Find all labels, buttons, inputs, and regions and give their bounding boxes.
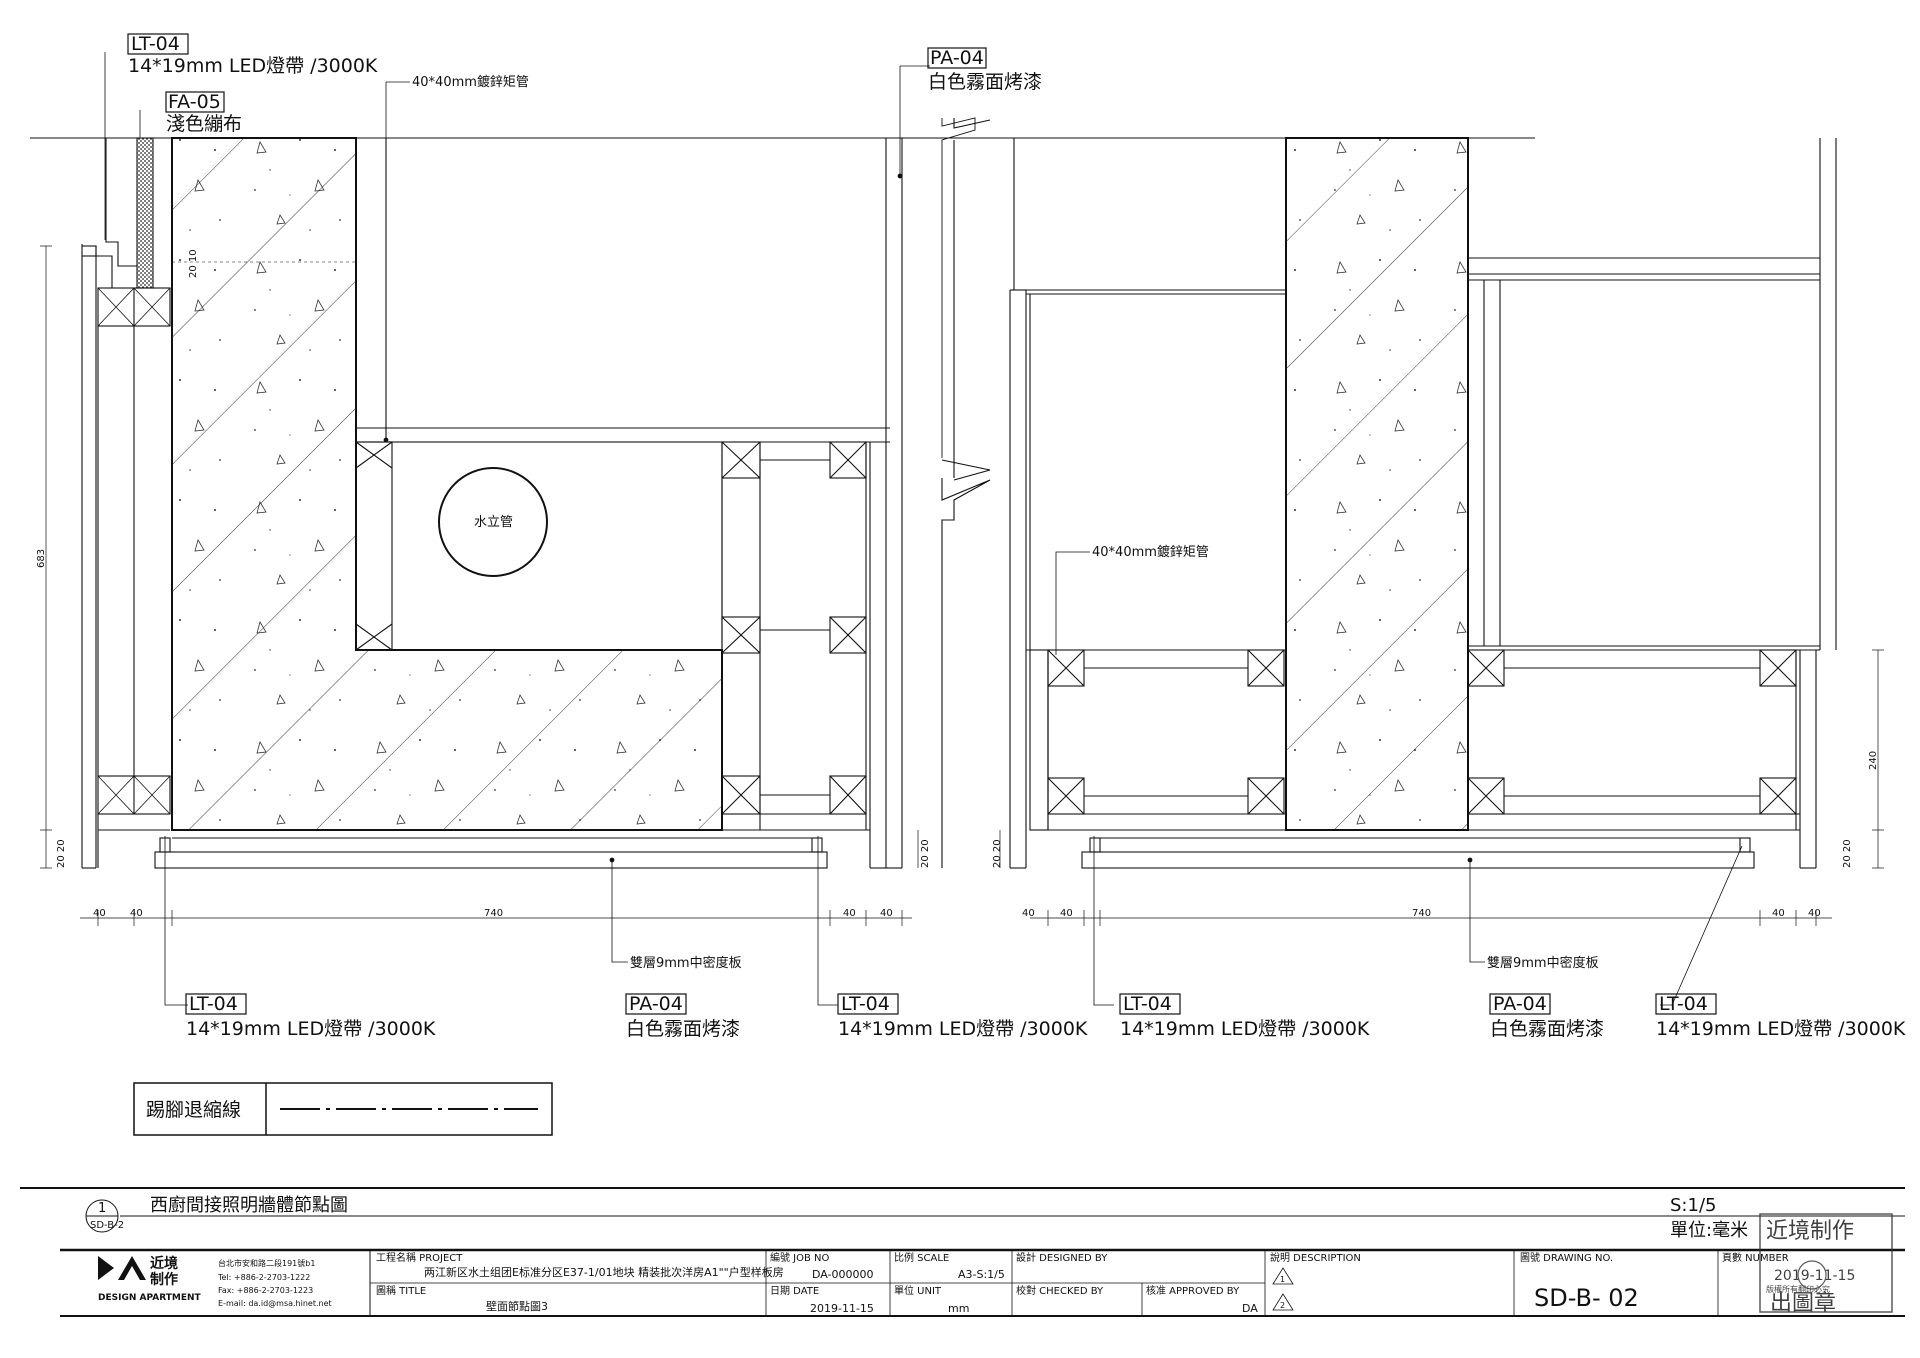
scale-label: 比例 SCALE [894,1251,949,1264]
logo-cn1: 近境 [150,1255,178,1272]
lt04-top-desc: 14*19mm LED燈帶 /3000K [128,55,378,77]
designed-label: 設計 DESIGNED BY [1016,1251,1108,1264]
dim-683: 683 [36,549,47,568]
email: E-mail: da.id@msa.hinet.net [218,1299,332,1308]
mdf-left-label: 雙層9mm中密度板 [630,955,742,971]
water-pipe-label: 水立管 [474,515,513,530]
date-label: 日期 DATE [770,1285,819,1297]
dim-left-1: 40 [93,908,106,919]
title-value: 壁面節點圖3 [486,1299,548,1313]
title-ref: SD-B-2 [90,1220,124,1231]
legend-box [133,1082,553,1136]
dim-right-5: 40 [1808,908,1821,919]
title-number: 1 [98,1201,106,1216]
dim-240: 240 [1868,751,1879,770]
legend-label: 踢腳退縮線 [146,1099,241,1121]
unit-label: 單位 UNIT [894,1284,942,1297]
lt04-top-code: LT-04 [131,33,180,55]
drawing-value: SD-B- 02 [1534,1284,1639,1312]
logo-mark-icon [98,1256,114,1280]
date-value: 2019-11-15 [810,1302,874,1315]
lt04-bm-desc: 14*19mm LED燈帶 /3000K [838,1018,1088,1040]
lt04-br1-desc: 14*19mm LED燈帶 /3000K [1120,1018,1370,1040]
job-label: 編號 JOB NO [770,1251,830,1264]
approved-value: DA [1242,1302,1258,1315]
scale-value: A3-S:1/5 [958,1268,1005,1281]
project-label: 工程名稱 PROJECT [376,1251,463,1264]
stamp-note: 版權所有翻印必究 [1766,1284,1830,1294]
approved-label: 核准 APPROVED BY [1146,1284,1240,1297]
dim-left-4: 40 [843,908,856,919]
lt04-bm-code: LT-04 [841,993,890,1015]
mdf-right-label: 雙層9mm中密度板 [1487,955,1599,971]
checked-label: 校對 CHECKED BY [1016,1284,1104,1297]
dim-left-2: 40 [130,908,143,919]
rev2: 2 [1280,1301,1285,1310]
pa04-br-code: PA-04 [1493,993,1547,1015]
dim-20-10: 20 10 [188,249,199,278]
pa04-br-desc: 白色霧面烤漆 [1490,1018,1604,1040]
pa04-top-code: PA-04 [930,47,984,69]
linework [30,52,1884,1006]
rev1: 1 [1280,1275,1285,1284]
unit-value: mm [948,1302,969,1315]
dim-20-20-d: 20 20 [1842,839,1853,868]
lt04-bl-desc: 14*19mm LED燈帶 /3000K [186,1018,436,1040]
project-value: 两江新区水土组团E标准分区E37-1/01地块 精装批次洋房A1""户型样板房 [424,1265,784,1279]
tube-right-label: 40*40mm鍍鋅矩管 [1092,544,1209,560]
pa04-bl-desc: 白色霧面烤漆 [626,1018,740,1040]
unit-text: 單位:毫米 [1670,1220,1748,1241]
dim-20-20-c: 20 20 [992,839,1003,868]
stamp-top: 近境制作 [1766,1219,1854,1244]
title-block [60,1248,1905,1317]
lt04-br1-code: LT-04 [1123,993,1172,1015]
dim-right-1: 40 [1022,908,1035,919]
pa04-top-desc: 白色霧面烤漆 [928,71,1042,93]
fa05-code: FA-05 [168,91,221,113]
address: 台北市安和路二段191號b1 [218,1258,315,1268]
logo-cn2: 制作 [150,1271,178,1288]
dim-20-20-a: 20 20 [56,839,67,868]
stamp-bottom: 出圖章 [1770,1291,1836,1316]
fa05-desc: 淺色繃布 [166,113,242,135]
dim-left-5: 40 [880,908,893,919]
desc-label: 說明 DESCRIPTION [1270,1251,1361,1264]
fax: Fax: +886-2-2703-1223 [218,1286,313,1295]
lt04-bl-code: LT-04 [189,993,238,1015]
drawing-title: 西廚間接照明牆體節點圖 [150,1194,348,1216]
tel: Tel: +886-2-2703-1222 [217,1273,310,1282]
page-label: 頁數 NUMBER [1722,1251,1789,1264]
tube-top-label: 40*40mm鍍鋅矩管 [412,74,529,90]
stamp-date: 2019-11-15 [1774,1268,1855,1284]
approval-stamp: 近境制作 2019-11-15 版權所有翻印必究 出圖章 [1759,1213,1893,1316]
dim-20-20-b: 20 20 [920,839,931,868]
logo-en: DESIGN APARTMENT [98,1293,202,1303]
scale-text: S:1/5 [1670,1195,1716,1216]
lt04-br2-desc: 14*19mm LED燈帶 /3000K [1656,1018,1906,1040]
dim-right-3: 740 [1412,908,1431,919]
drawing-label: 圖號 DRAWING NO. [1520,1251,1613,1264]
dim-left-3: 740 [484,908,503,919]
lt04-br2-code: LT-04 [1659,993,1708,1015]
job-value: DA-000000 [812,1268,874,1281]
dim-right-2: 40 [1060,908,1073,919]
title-label: 圖稱 TITLE [376,1285,426,1297]
dim-right-4: 40 [1772,908,1785,919]
pa04-bl-code: PA-04 [629,993,683,1015]
